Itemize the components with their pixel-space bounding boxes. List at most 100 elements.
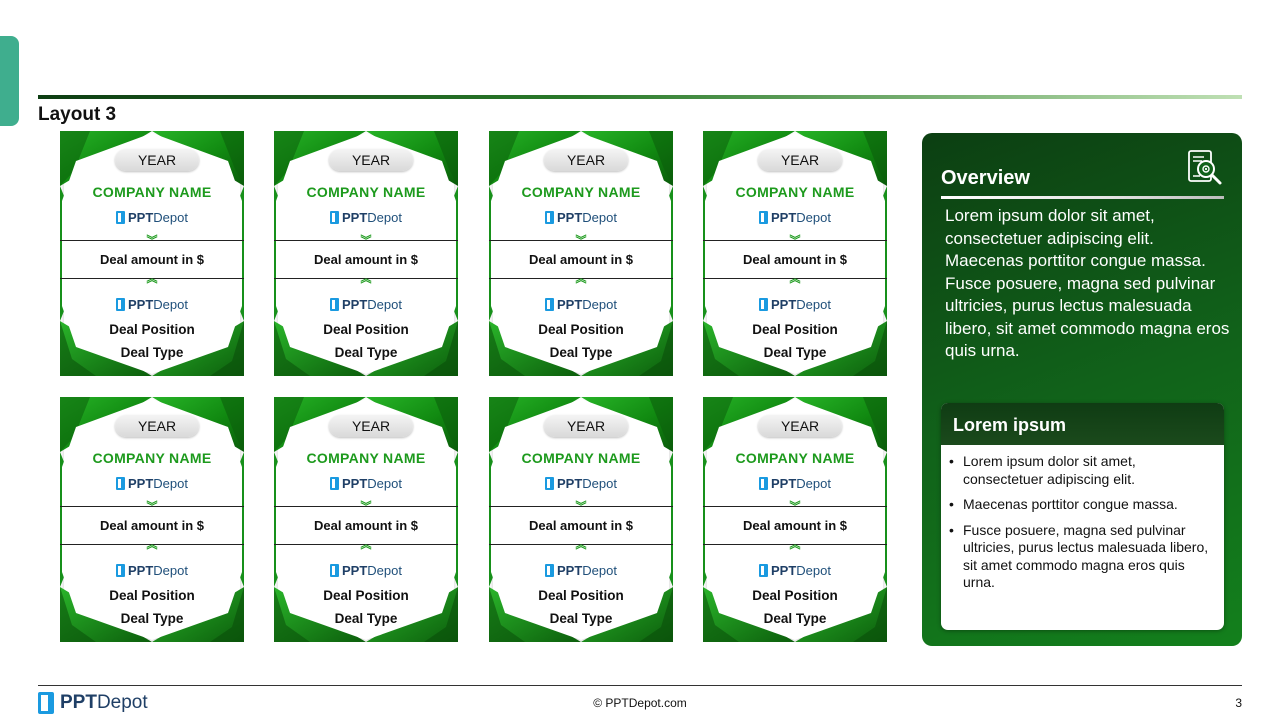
page-number: 3 [1235,696,1242,710]
chevron-down-icon: ︾ [789,501,801,513]
logo-bold-text: PPT [342,209,368,225]
logo-light-text: Depot [582,475,617,491]
overview-title: Overview [941,167,1030,189]
ppt-depot-logo-icon [330,563,339,577]
logo-bold-text: PPT [60,692,97,713]
ppt-depot-logo-icon [38,692,54,714]
logo-light-text: Depot [153,209,188,225]
chevron-up-icon: ︽ [360,273,372,285]
title-divider [38,95,1242,99]
logo-light-text: Depot [796,475,831,491]
ppt-depot-logo-icon [116,210,125,224]
card-frame [274,397,458,642]
divider-line [489,506,673,507]
bullet-item: Fusce posuere, magna sed pulvinar ultric… [949,522,1214,592]
deal-position: Deal Position [538,322,624,337]
deal-type: Deal Type [120,611,184,626]
page-title: Layout 3 [38,104,117,125]
copyright-text: © PPTDepot.com [593,696,687,710]
deal-position: Deal Position [323,588,409,603]
chevron-down-icon: ︾ [575,235,587,247]
deal-position: Deal Position [109,322,195,337]
logo-light-text: Depot [796,562,831,578]
deal-type: Deal Type [334,345,398,360]
year-pill: YEAR [544,415,628,437]
logo-bold-text: PPT [128,475,154,491]
logo-bold-text: PPT [771,209,797,225]
card-frame [489,397,673,642]
divider-line [489,278,673,279]
company-name: COMPANY NAME [521,184,641,200]
divider-line [60,506,244,507]
deal-amount: Deal amount in $ [99,518,205,533]
logo-bold-text: PPT [128,296,154,312]
divider-line [274,506,458,507]
ppt-depot-logo-icon [330,210,339,224]
ppt-depot-logo-icon [759,210,768,224]
logo-bold-text: PPT [342,562,368,578]
logo-light-text: Depot [367,296,402,312]
deal-position: Deal Position [323,322,409,337]
logo-light-text: Depot [153,475,188,491]
logo-light-text: Depot [153,296,188,312]
lorem-box: Lorem ipsum Lorem ipsum dolor sit amet, … [941,403,1224,630]
divider-line [703,240,887,241]
ppt-depot-logo-icon [545,297,554,311]
ppt-depot-logo-icon [545,210,554,224]
chevron-down-icon: ︾ [575,501,587,513]
company-name: COMPANY NAME [735,450,855,466]
side-accent-tab [0,36,19,126]
ppt-depot-logo-icon [759,476,768,490]
logo-bold-text: PPT [342,475,368,491]
divider-line [60,544,244,545]
ppt-depot-logo-icon [330,297,339,311]
year-pill: YEAR [115,415,199,437]
deal-type: Deal Type [549,345,613,360]
company-name: COMPANY NAME [521,450,641,466]
divider-line [703,278,887,279]
chevron-down-icon: ︾ [360,501,372,513]
divider-line [60,240,244,241]
chevron-up-icon: ︽ [789,273,801,285]
logo-bold-text: PPT [557,209,583,225]
year-pill: YEAR [758,415,842,437]
divider-line [274,278,458,279]
chevron-down-icon: ︾ [146,235,158,247]
logo-bold-text: PPT [128,562,154,578]
deal-amount: Deal amount in $ [313,518,419,533]
chevron-down-icon: ︾ [789,235,801,247]
divider-line [703,544,887,545]
ppt-depot-logo-icon [116,563,125,577]
ppt-depot-logo-icon [330,476,339,490]
divider-line [274,240,458,241]
footer-divider [38,685,1242,686]
divider-line [274,544,458,545]
overview-divider [941,196,1224,199]
divider-line [489,544,673,545]
ppt-depot-logo-icon [545,476,554,490]
deal-amount: Deal amount in $ [99,252,205,267]
deal-amount: Deal amount in $ [528,518,634,533]
divider-line [60,278,244,279]
logo-light-text: Depot [796,209,831,225]
company-name: COMPANY NAME [306,184,426,200]
bullet-item: Maecenas porttitor congue massa. [949,496,1214,514]
year-pill: YEAR [329,415,413,437]
deal-amount: Deal amount in $ [742,518,848,533]
deal-type: Deal Type [334,611,398,626]
year-pill: YEAR [544,149,628,171]
